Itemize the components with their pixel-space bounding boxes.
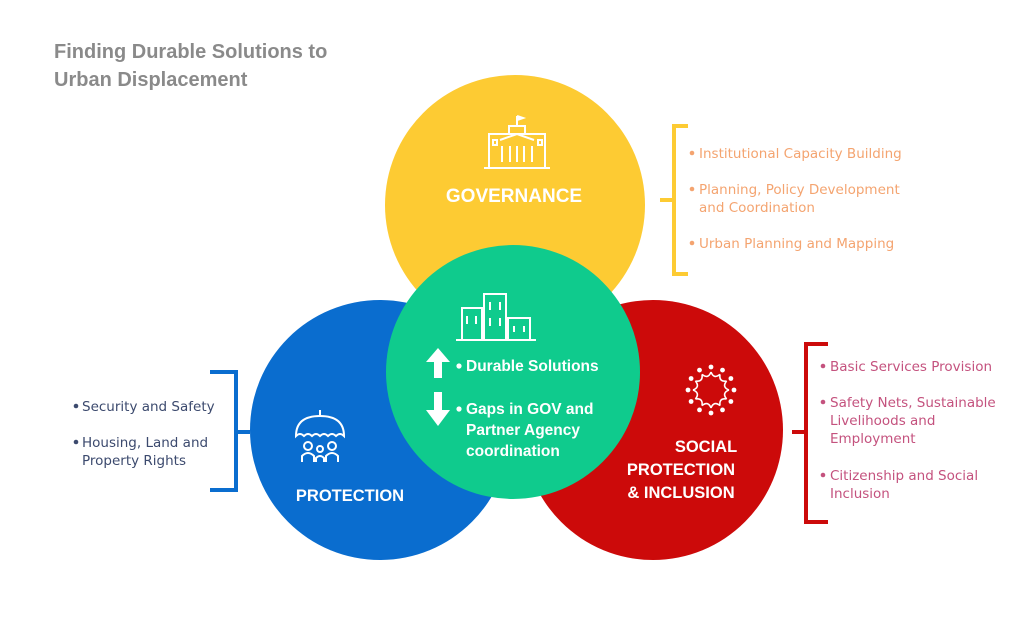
social-bullet-2 xyxy=(820,399,826,405)
governance-bracket xyxy=(660,124,688,276)
governance-bullet-1 xyxy=(689,150,695,156)
protection-item-2-line-1: Housing, Land and xyxy=(82,435,208,451)
center-item-gaps-line-3: coordination xyxy=(466,443,560,460)
title-line-2: Urban Displacement xyxy=(54,69,248,91)
social-item-2-line-1: Safety Nets, Sustainable xyxy=(830,395,996,411)
social-item-3-line-1: Citizenship and Social xyxy=(830,468,978,484)
protection-bracket xyxy=(210,370,250,492)
umbrella-family-icon xyxy=(294,410,346,462)
social-label-line-2: PROTECTION xyxy=(627,461,735,479)
social-bullet-1 xyxy=(820,363,826,369)
center-item-gaps-line-2: Partner Agency xyxy=(466,422,580,439)
governance-bullet-2 xyxy=(689,186,695,192)
social-item-2-line-2: Livelihoods and xyxy=(830,413,935,429)
protection-item-1: Security and Safety xyxy=(82,399,215,415)
protection-item-2-line-2: Property Rights xyxy=(82,453,186,469)
social-item-1: Basic Services Provision xyxy=(830,359,992,375)
protection-label: PROTECTION xyxy=(296,487,404,505)
center-bullet-2 xyxy=(456,406,462,412)
governance-bullet-3 xyxy=(689,240,695,246)
governance-item-2-line-2: and Coordination xyxy=(699,200,815,216)
governance-item-3: Urban Planning and Mapping xyxy=(699,236,894,252)
protection-bullet-2 xyxy=(73,439,79,445)
center-circle xyxy=(386,245,640,499)
governance-label: GOVERNANCE xyxy=(446,186,582,207)
governance-item-1: Institutional Capacity Building xyxy=(699,146,902,162)
center-item-durable-solutions: Durable Solutions xyxy=(466,358,599,375)
social-item-2-line-3: Employment xyxy=(830,431,916,447)
title-line-1: Finding Durable Solutions to xyxy=(54,41,327,63)
arrow-down-icon xyxy=(426,392,450,426)
social-bracket xyxy=(792,342,828,524)
social-label-line-3: & INCLUSION xyxy=(627,484,734,502)
social-item-3-line-2: Inclusion xyxy=(830,486,890,502)
arrow-up-icon xyxy=(426,348,450,378)
community-circle-icon xyxy=(685,364,737,416)
governance-item-2-line-1: Planning, Policy Development xyxy=(699,182,900,198)
social-label-line-1: SOCIAL xyxy=(675,438,737,456)
government-building-icon xyxy=(484,115,550,169)
center-item-gaps-line-1: Gaps in GOV and xyxy=(466,401,593,418)
city-buildings-icon xyxy=(456,293,536,341)
social-bullet-3 xyxy=(820,472,826,478)
protection-bullet-1 xyxy=(73,403,79,409)
center-bullet-1 xyxy=(456,363,462,369)
